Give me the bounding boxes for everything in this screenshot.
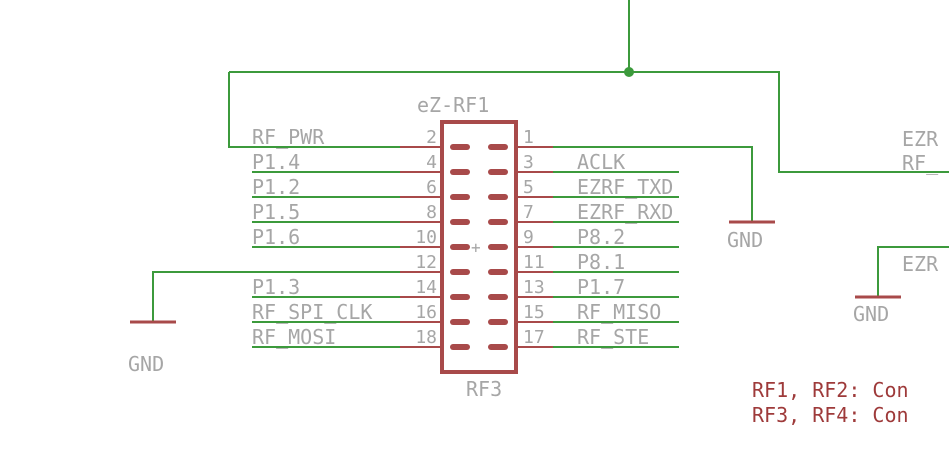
net-label: P1.3 [252,275,300,299]
origin-cross: + [471,238,481,257]
gnd-symbol-middle: GND [727,220,775,252]
pin-number: 9 [523,227,534,248]
wire-top-horizontal [229,71,949,173]
wire-pin1-gnd [553,146,753,222]
wire-left-drop [228,72,400,148]
pin-number: 1 [523,127,534,148]
pin-number: 11 [523,252,545,273]
net-label: EZRF_TXD [577,175,673,199]
pads [450,144,508,350]
net-label: RF_MOSI [252,325,336,349]
notes: RF1, RF2: Con RF3, RF4: Con [752,378,909,427]
connector-rf3: + eZ-RF1 RF3 [400,93,553,401]
net-label: P1.2 [252,175,300,199]
pin-leads [400,146,553,348]
wire-right-gnd [877,246,949,297]
net-label: RF_SPI_CLK [252,300,372,324]
net-label: RF_MISO [577,300,661,324]
net-label: P8.1 [577,250,625,274]
gnd-symbol-right: GND [853,295,901,326]
net-label: P8.2 [577,225,625,249]
left-net-underlines [252,171,400,348]
junction-dot [624,67,634,77]
pin-number: 7 [523,202,534,223]
edge-label-mid: EZR [902,252,939,276]
pin-number: 3 [523,152,534,173]
net-label: EZRF_RXD [577,200,673,224]
gnd-label-right: GND [853,302,889,326]
pin-number: 16 [415,302,437,323]
gnd-label-middle: GND [727,228,763,252]
pin-number: 14 [415,277,437,298]
edge-labels: EZR RF_ EZR [902,127,939,276]
pin-number: 5 [523,177,534,198]
part-value: RF3 [466,377,502,401]
pin-number: 10 [415,227,437,248]
wire-pin12-gnd [152,271,400,322]
right-net-underlines [553,171,679,348]
net-label: P1.5 [252,200,300,224]
net-label: P1.6 [252,225,300,249]
wires [152,0,949,322]
left-net-labels: 2RF_PWR4P1.46P1.28P1.510P1.61214P1.316RF… [252,125,437,349]
note-line-1: RF1, RF2: Con [752,378,909,402]
net-label: ACLK [577,150,625,174]
net-label: P1.7 [577,275,625,299]
gnd-symbol-left: GND [128,320,176,376]
net-label: RF_STE [577,325,649,349]
net-label: RF_PWR [252,125,325,149]
net-label: P1.4 [252,150,300,174]
part-name: eZ-RF1 [417,93,489,117]
pin-number: 15 [523,302,545,323]
pin-number: 6 [426,177,437,198]
pin-number: 8 [426,202,437,223]
pin-number: 17 [523,327,545,348]
pin-number: 13 [523,277,545,298]
pin-number: 12 [415,252,437,273]
pin-number: 4 [426,152,437,173]
gnd-label-left: GND [128,352,164,376]
edge-label-top: EZR [902,127,939,151]
pin-number: 2 [426,127,437,148]
pin-number: 18 [415,327,437,348]
note-line-2: RF3, RF4: Con [752,403,909,427]
edge-label-top2: RF_ [902,151,939,175]
